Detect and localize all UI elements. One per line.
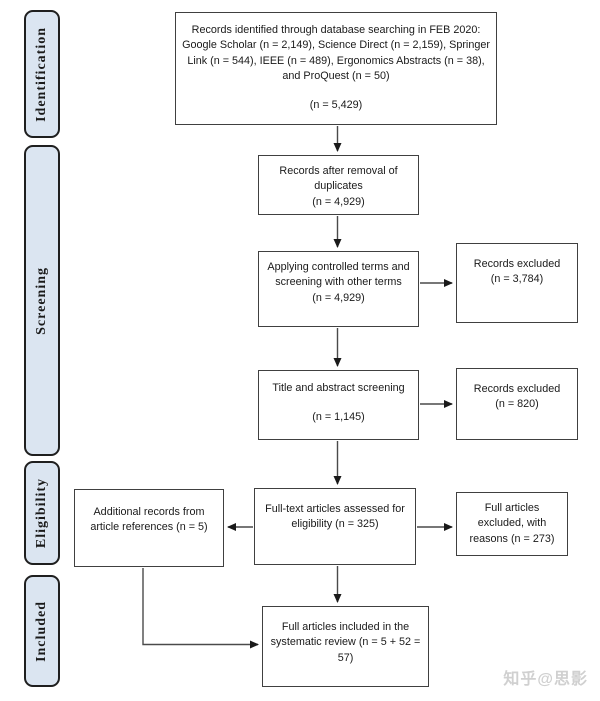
box-records-excluded-screening: Records excluded (n = 820) bbox=[456, 368, 578, 440]
box-count: (n = 3,784) bbox=[490, 273, 544, 286]
box-text: Records after removal of duplicates bbox=[279, 165, 398, 193]
box-included-review: Full articles included in the systematic… bbox=[262, 606, 429, 687]
box-text: Full articles included in the systematic… bbox=[270, 621, 421, 664]
box-duplicates-removed: Records after removal of duplicates (n =… bbox=[258, 155, 419, 215]
arrow-additional-to-included bbox=[142, 568, 259, 649]
box-text: Additional records from article referenc… bbox=[90, 506, 208, 534]
box-text: Records excluded bbox=[473, 258, 561, 270]
stage-screening: Screening bbox=[24, 145, 60, 456]
watermark: 知乎@思影 bbox=[503, 671, 588, 688]
box-records-identified: Records identified through database sear… bbox=[175, 12, 497, 125]
box-count: (n = 820) bbox=[495, 398, 539, 411]
stage-identification: Identification bbox=[24, 10, 60, 138]
box-controlled-terms-screening: Applying controlled terms and screening … bbox=[258, 251, 419, 327]
stage-label: Included bbox=[34, 600, 49, 662]
box-count: (n = 4,929) bbox=[312, 195, 365, 208]
stage-included: Included bbox=[24, 575, 60, 687]
stage-label: Eligibility bbox=[34, 477, 49, 549]
box-text: Applying controlled terms and screening … bbox=[267, 261, 410, 289]
box-count: (n = 1,145) bbox=[312, 411, 365, 424]
stage-label: Identification bbox=[34, 26, 49, 122]
box-text: Title and abstract screening bbox=[272, 382, 405, 394]
box-text: Full-text articles assessed for eligibil… bbox=[265, 503, 405, 531]
box-additional-records: Additional records from article referenc… bbox=[74, 489, 224, 567]
box-count: (n = 5,429) bbox=[309, 99, 363, 112]
box-fulltext-assessed: Full-text articles assessed for eligibil… bbox=[254, 488, 416, 565]
box-title-abstract-screening: Title and abstract screening (n = 1,145) bbox=[258, 370, 419, 440]
stage-label: Screening bbox=[34, 266, 49, 335]
box-records-excluded-terms: Records excluded (n = 3,784) bbox=[456, 243, 578, 323]
box-text: Records excluded bbox=[473, 383, 561, 395]
box-text: Full articles excluded, with reasons (n … bbox=[469, 502, 555, 545]
box-count: (n = 4,929) bbox=[312, 291, 365, 304]
stage-eligibility: Eligibility bbox=[24, 461, 60, 565]
box-full-articles-excluded: Full articles excluded, with reasons (n … bbox=[456, 492, 568, 556]
box-text: Records identified through database sear… bbox=[182, 24, 490, 82]
